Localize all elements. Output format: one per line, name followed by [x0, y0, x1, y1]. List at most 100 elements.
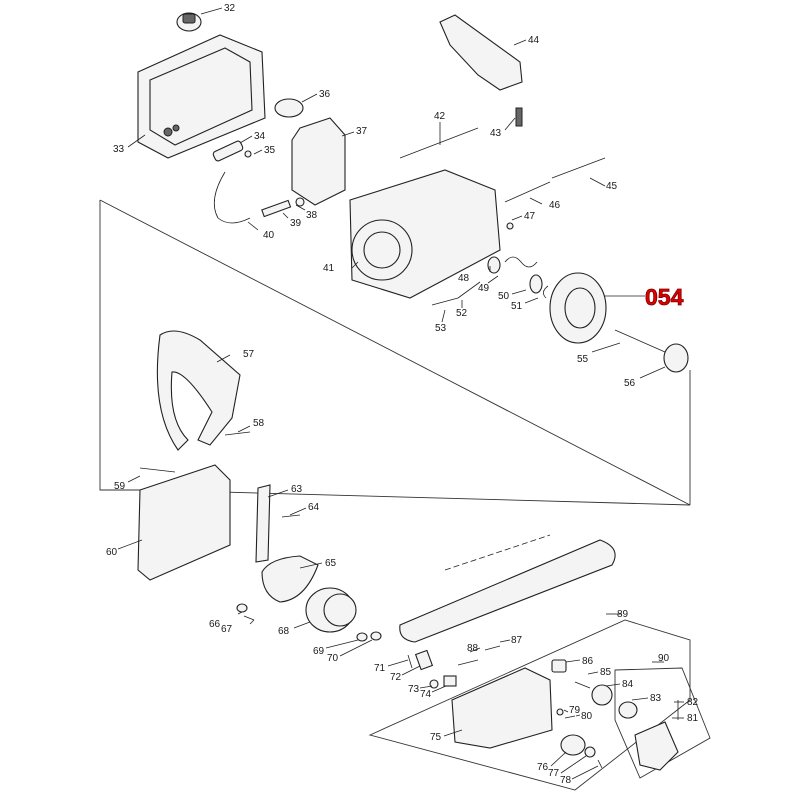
- label-58: 58: [253, 418, 265, 429]
- part-36-oring: [274, 98, 304, 118]
- part-48-washer: [487, 256, 501, 274]
- leader-lines: [117, 7, 684, 780]
- label-68: 68: [278, 626, 290, 637]
- label-70: 70: [327, 653, 339, 664]
- label-74: 74: [420, 689, 432, 700]
- part-68-sprocket: [305, 587, 357, 633]
- label-88: 88: [467, 643, 479, 654]
- part-33-housing: [137, 34, 266, 159]
- part-50-bearing: [529, 274, 543, 294]
- label-75: 75: [430, 732, 442, 743]
- part-57-front-handle: [156, 330, 241, 451]
- label-40: 40: [263, 230, 275, 241]
- label-83: 83: [650, 693, 662, 704]
- label-89: 89: [617, 609, 629, 620]
- part-40-hose: [213, 171, 251, 224]
- frame-subgroup-90: [614, 667, 711, 779]
- label-56: 56: [624, 378, 636, 389]
- frame-bottom-line: [149, 489, 691, 506]
- label-90: 90: [658, 653, 670, 664]
- part-43-bolt: [515, 107, 523, 127]
- highlight-label-054: 054: [645, 284, 684, 310]
- label-81: 81: [687, 713, 699, 724]
- part-78-screw: [597, 759, 603, 769]
- label-64: 64: [308, 502, 320, 513]
- label-53: 53: [435, 323, 447, 334]
- part-38-39-pump: [261, 197, 305, 218]
- label-36: 36: [319, 89, 331, 100]
- part-75-sprocket-cover: [451, 667, 553, 749]
- part-55-shaft: [614, 329, 666, 353]
- label-48: 48: [458, 273, 470, 284]
- label-86: 86: [582, 656, 594, 667]
- label-44: 44: [528, 35, 540, 46]
- part-73-washer: [429, 679, 439, 689]
- part-88-spring: [457, 659, 479, 666]
- part-67-screw: [243, 615, 255, 621]
- part-65-brake-band: [261, 555, 319, 603]
- label-80: 80: [581, 711, 593, 722]
- label-37: 37: [356, 126, 368, 137]
- label-39: 39: [290, 218, 302, 229]
- part-66-washer: [236, 603, 248, 613]
- part-87-bolt: [484, 645, 501, 651]
- label-47: 47: [524, 211, 536, 222]
- part-63-chain-catcher: [255, 484, 271, 563]
- part-80-spring: [564, 715, 576, 719]
- label-71: 71: [374, 663, 386, 674]
- label-85: 85: [600, 667, 612, 678]
- label-67: 67: [221, 624, 233, 635]
- part-71-screw: [407, 654, 413, 669]
- label-73: 73: [408, 684, 420, 695]
- part-83-washer: [618, 701, 638, 719]
- part-72-plate: [414, 649, 434, 671]
- label-78: 78: [560, 775, 572, 786]
- label-60: 60: [106, 547, 118, 558]
- label-77: 77: [548, 768, 560, 779]
- label-66: 66: [209, 619, 221, 630]
- part-70-washer: [370, 631, 382, 641]
- part-74-nut: [443, 675, 457, 687]
- part-47-pin: [506, 222, 514, 230]
- frame-cover-group: [368, 619, 691, 791]
- label-84: 84: [622, 679, 634, 690]
- label-32: 32: [224, 3, 236, 14]
- label-52: 52: [456, 308, 468, 319]
- part-58-screw: [224, 431, 251, 436]
- label-82: 82: [687, 697, 699, 708]
- label-87: 87: [511, 635, 523, 646]
- part-81-guard: [634, 721, 679, 771]
- label-49: 49: [478, 283, 490, 294]
- part-59-bolt: [139, 467, 176, 473]
- label-34: 34: [254, 131, 266, 142]
- label-45: 45: [606, 181, 618, 192]
- part-32-knob: [176, 12, 202, 32]
- label-59: 59: [114, 481, 126, 492]
- frame-left-group: [99, 200, 150, 491]
- label-69: 69: [313, 646, 325, 657]
- label-43: 43: [490, 128, 502, 139]
- part-84-adjuster: [591, 684, 613, 706]
- part-49-spring: [504, 256, 538, 268]
- label-79: 79: [569, 705, 581, 716]
- part-44-rear-handle: [439, 14, 523, 91]
- part-76-knob: [560, 734, 586, 756]
- label-65: 65: [325, 558, 337, 569]
- part-53-screw: [431, 297, 459, 306]
- part-60-side-plate: [137, 464, 231, 581]
- part-52-screw: [457, 281, 481, 299]
- part-37-oil-tank: [291, 117, 346, 206]
- part-85-spring: [574, 681, 591, 689]
- part-42-rod: [399, 127, 479, 159]
- label-38: 38: [306, 210, 318, 221]
- label-72: 72: [390, 672, 402, 683]
- label-33: 33: [113, 144, 125, 155]
- label-63: 63: [291, 484, 303, 495]
- label-46: 46: [549, 200, 561, 211]
- part-054-gear: [549, 272, 607, 344]
- guide-bar: [399, 539, 616, 643]
- label-41: 41: [323, 263, 335, 274]
- part-51-clip: [543, 285, 549, 299]
- part-86-bushing: [551, 659, 567, 673]
